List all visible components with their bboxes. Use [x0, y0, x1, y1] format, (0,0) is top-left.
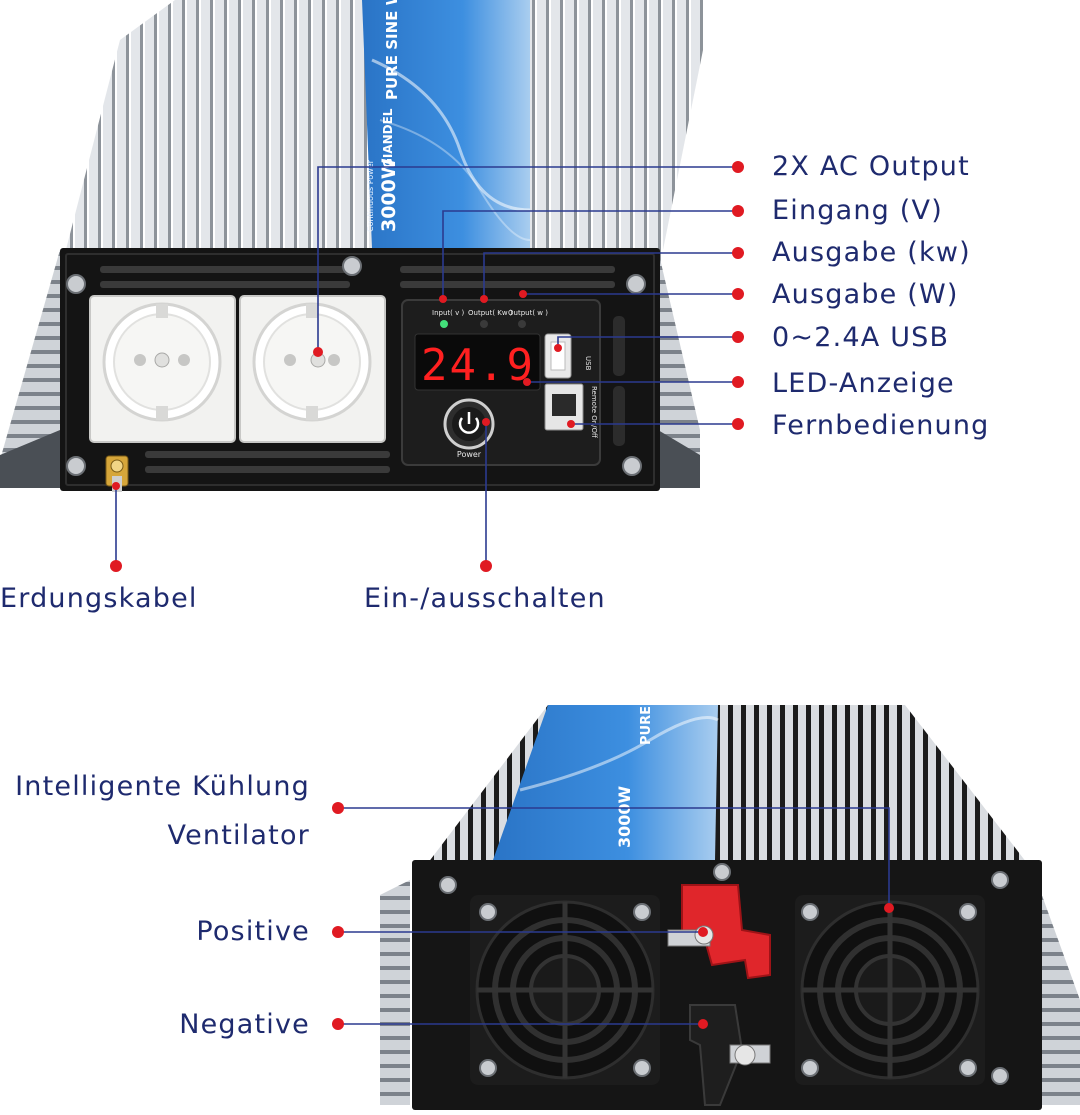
rear-screws: [439, 863, 1009, 1085]
callout-led-display: LED-Anzeige: [772, 368, 955, 399]
indicator-input-label: Input( v ): [432, 309, 464, 317]
indicator-output-kw-label: Output( Kw ): [468, 309, 513, 317]
led-display-frame: [414, 333, 541, 391]
input-led: [440, 320, 448, 328]
rear-product-line-label: PURE SINE WAVE INVERTER: [639, 545, 654, 745]
front-inverter: 3000W Continuous Power PURE SINE WAVE IN…: [0, 0, 705, 492]
callout-usb: 0~2.4A USB: [772, 322, 950, 353]
remote-port-label: Remote On/Off: [590, 386, 598, 438]
marker-dots: [110, 161, 894, 1030]
output-w-led: [518, 320, 526, 328]
callout-output-w: Ausgabe (W): [772, 279, 959, 310]
brand-label: GIANDEL: [381, 108, 395, 168]
callout-output-kw: Ausgabe (kw): [772, 237, 971, 268]
rear-inverter: PURE SINE WAVE INVERTER 3000W: [380, 545, 1080, 1110]
power-button-label: Power: [457, 450, 482, 459]
callout-remote: Fernbedienung: [772, 410, 990, 441]
panel-screws: [66, 256, 646, 476]
callout-ac-output: 2X AC Output: [772, 151, 970, 182]
callout-fan-line1: Intelligente Kühlung: [15, 771, 310, 802]
negative-terminal: [689, 1004, 771, 1106]
usb-port-label: USB: [584, 356, 592, 371]
output-kw-led: [480, 320, 488, 328]
callout-positive: Positive: [196, 916, 310, 947]
cooling-fan-right: [795, 895, 985, 1085]
led-display-value: 24.9: [421, 340, 535, 391]
continuous-power-label: Continuous Power: [366, 159, 375, 232]
rear-power-rating-label: 3000W: [615, 785, 634, 848]
callout-fan-line2: Ventilator: [167, 820, 310, 851]
power-rating-label: 3000W: [378, 158, 400, 232]
cooling-fan-left: [470, 895, 660, 1085]
leader-lines: [115, 166, 890, 1025]
product-line-label: PURE SINE WAVE INVERTER: [383, 0, 401, 100]
power-button[interactable]: [443, 398, 495, 450]
power-icon: [458, 417, 480, 434]
callout-ground: Erdungskabel: [0, 583, 198, 614]
ac-socket-left: [89, 295, 236, 443]
callout-input-v: Eingang (V): [772, 195, 943, 226]
callout-negative: Negative: [179, 1009, 310, 1040]
indicator-output-w-label: Output( w ): [508, 309, 548, 317]
callout-power-switch: Ein-/ausschalten: [364, 583, 606, 614]
ac-socket-right: [239, 295, 386, 443]
